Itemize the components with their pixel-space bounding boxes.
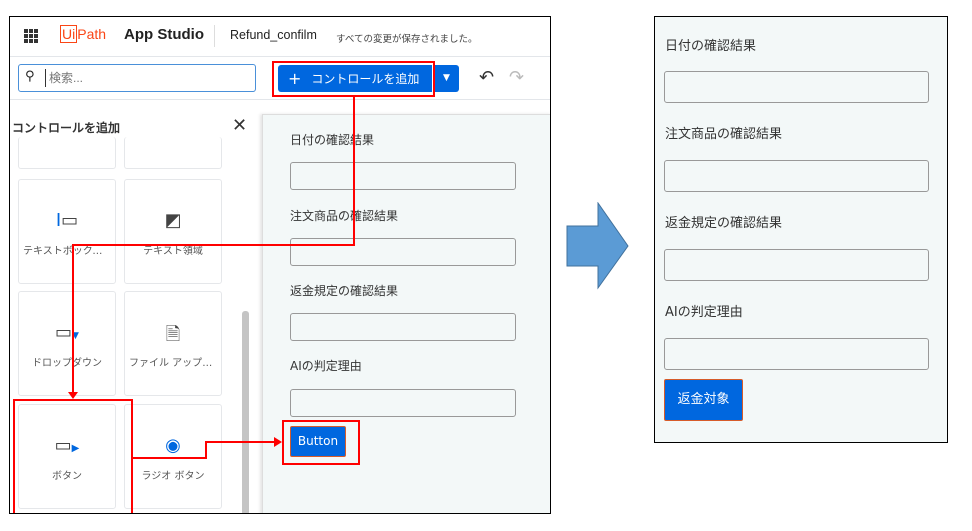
panel-title: コントロールを追加 — [12, 121, 121, 135]
highlight-canvas-button — [282, 420, 360, 465]
tile-label: ドロップダウン — [32, 358, 102, 369]
add-control-button[interactable]: + コントロールを追加 — [278, 65, 432, 92]
field-label: 注文商品の確認結果 — [290, 209, 399, 223]
file-upload-icon: 🗎 — [165, 324, 181, 345]
tile-partial[interactable] — [124, 137, 222, 169]
text-input[interactable] — [290, 162, 516, 190]
divider — [214, 25, 215, 47]
close-icon[interactable]: ✕ — [232, 115, 248, 136]
connector-line — [205, 441, 275, 443]
search-icon: ⚲ — [25, 69, 35, 84]
field-label: AIの判定理由 — [665, 305, 743, 320]
text-input[interactable] — [290, 313, 516, 341]
tile-file-upload[interactable]: 🗎 ファイル アップロ... — [124, 291, 222, 396]
arrowhead — [68, 392, 78, 399]
search-box[interactable]: ⚲ — [18, 64, 256, 92]
radio-icon: ◉ — [165, 435, 181, 456]
canvas-button[interactable]: Button — [290, 426, 346, 457]
field-label: 注文商品の確認結果 — [665, 127, 783, 142]
apps-grid-icon[interactable] — [24, 29, 38, 43]
design-canvas: 日付の確認結果 注文商品の確認結果 返金規定の確認結果 AIの判定理由 Butt… — [262, 114, 550, 513]
connector-line — [72, 244, 355, 246]
plus-icon: + — [288, 69, 302, 88]
connector-line — [72, 244, 74, 394]
redo-icon[interactable]: ↷ — [509, 67, 525, 88]
text-input[interactable] — [664, 249, 929, 281]
textbox-icon: I▭ — [55, 210, 79, 231]
text-input[interactable] — [664, 160, 929, 192]
tile-textarea[interactable]: ◩テキスト領域 — [124, 179, 222, 284]
result-preview: 日付の確認結果 注文商品の確認結果 返金規定の確認結果 AIの判定理由 返金対象 — [654, 16, 948, 443]
text-input[interactable] — [290, 238, 516, 266]
add-control-label: コントロールを追加 — [311, 72, 420, 86]
field-label: 返金規定の確認結果 — [665, 216, 783, 231]
tile-partial[interactable] — [18, 137, 116, 169]
tile-button[interactable]: ▭▶ボタン — [18, 404, 116, 509]
tile-label: ラジオ ボタン — [141, 471, 205, 482]
save-status: すべての変更が保存されました。 — [336, 34, 478, 45]
field-label: 日付の確認結果 — [665, 39, 757, 54]
textarea-icon: ◩ — [164, 210, 182, 231]
text-input[interactable] — [290, 389, 516, 417]
field-label: 日付の確認結果 — [290, 133, 375, 147]
connector-line — [205, 441, 207, 459]
search-input[interactable] — [45, 69, 245, 87]
refund-target-button[interactable]: 返金対象 — [664, 379, 743, 421]
button-icon: ▭▶ — [54, 435, 80, 456]
right-arrow-icon — [566, 202, 629, 290]
field-label: 返金規定の確認結果 — [290, 284, 399, 298]
arrowhead — [274, 437, 282, 447]
tile-textbox[interactable]: I▭テキストボックス(... — [18, 179, 116, 284]
dropdown-icon: ▭▼ — [55, 322, 79, 343]
highlight-button-tile — [13, 399, 133, 513]
tile-dropdown[interactable]: ▭▼ ドロップダウン — [18, 291, 116, 396]
project-name[interactable]: Refund_confilm — [230, 28, 317, 42]
undo-icon[interactable]: ↶ — [479, 67, 495, 88]
highlight-add-control — [272, 61, 435, 97]
add-control-dropdown[interactable]: ▼ — [433, 65, 459, 92]
caret-down-icon: ▼ — [443, 73, 450, 83]
tile-label: ファイル アップロ... — [129, 358, 221, 369]
field-label: AIの判定理由 — [290, 359, 362, 373]
connector-line — [353, 97, 355, 246]
app-name: App Studio — [124, 26, 204, 43]
text-input[interactable] — [664, 338, 929, 370]
toolbar-divider — [10, 99, 550, 100]
connector-line — [133, 457, 207, 459]
panel-scrollbar[interactable] — [242, 311, 249, 513]
text-input[interactable] — [664, 71, 929, 103]
tile-radio[interactable]: ◉ ラジオ ボタン — [124, 404, 222, 509]
